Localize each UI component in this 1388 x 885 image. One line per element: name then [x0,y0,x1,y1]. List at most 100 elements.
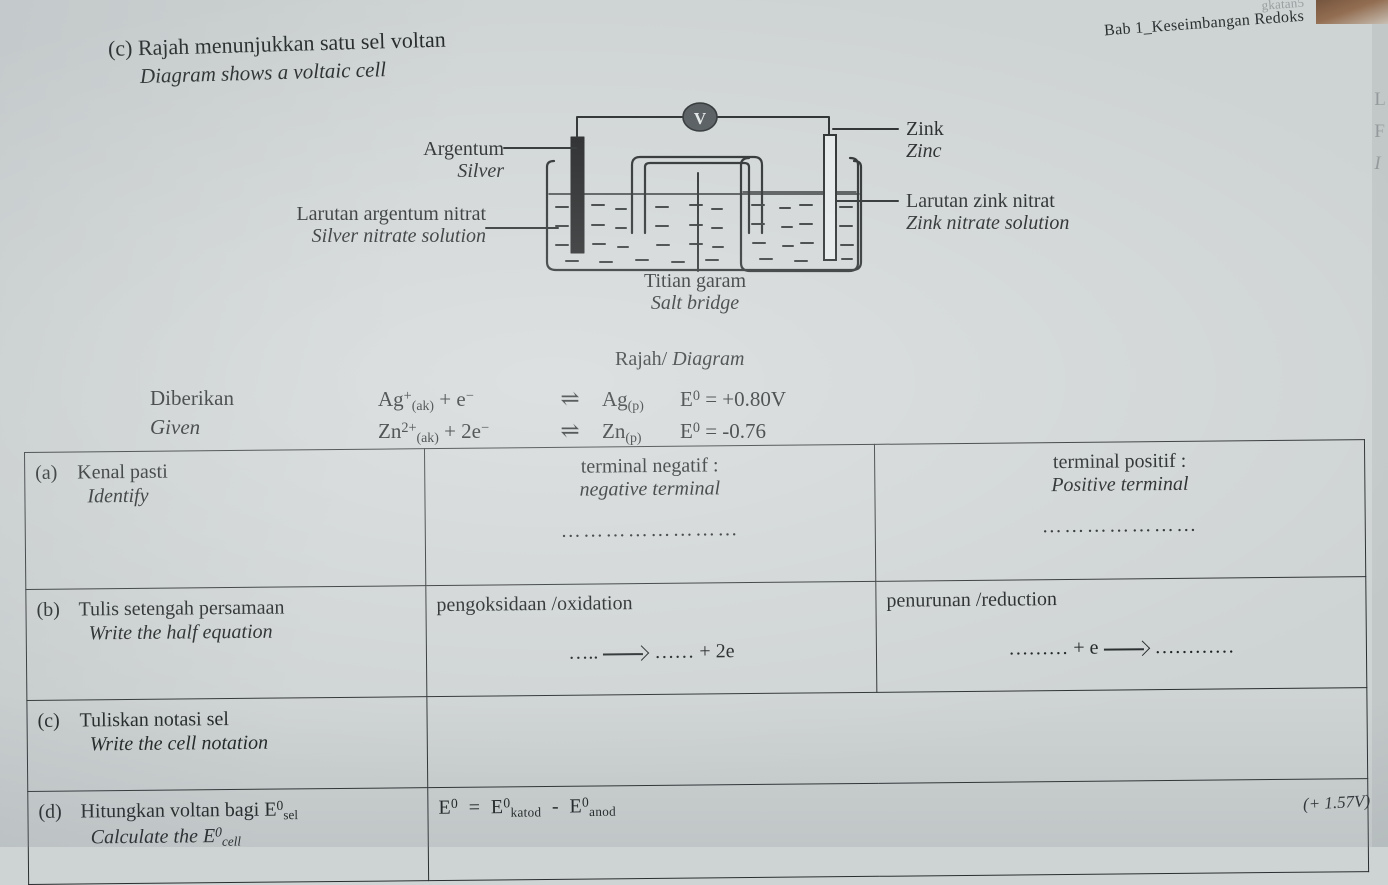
zinc-beaker-wall [741,165,858,271]
equation-row-zinc: Zn2+(ak) + 2e− ⇌ Zn(p) E0 = -0.76 [378,418,786,446]
page-corner-shadow [1316,0,1388,24]
eq2-rest-sup: − [481,420,489,436]
equation-row-silver: Ag+(ak) + e− ⇌ Ag(p) E0 = +0.80V [378,386,786,414]
row-a-negative-terminal-cell[interactable]: terminal negatif : negative terminal ………… [424,444,875,585]
zinc-electrode [824,135,836,260]
label-zinc-solution-malay: Larutan zink nitrat [906,190,1069,212]
row-b-prompt-malay: Tulis setengah persamaan [78,594,415,621]
equation-silver-potential: E0 = +0.80V [680,387,786,412]
eq2-charge: 2+ [401,420,416,436]
eq1-product-state: (p) [628,398,644,413]
label-silver-solution-english: Silver nitrate solution [160,225,486,247]
row-a-prompt-cell: (a) Kenal pasti Identify [25,449,426,590]
label-salt-bridge-english: Salt bridge [605,292,785,314]
voltmeter: V [683,103,717,131]
eq1-e-value: = +0.80V [705,387,786,411]
eq1-state: (ak) [412,398,434,413]
answer-table-wrapper: (a) Kenal pasti Identify terminal negati… [24,439,1378,824]
table-row: (a) Kenal pasti Identify terminal negati… [25,440,1366,590]
row-a-col3-english: Positive terminal [885,471,1354,499]
eq1-arrow: ⇌ [538,386,602,412]
row-b-prompt-cell: (b) Tulis setengah persamaan Write the h… [26,586,427,701]
row-b-col3-mid: + e [1073,637,1098,659]
row-a-col2-answer-blank[interactable]: …………………… [436,517,865,544]
row-b-reduction-cell[interactable]: penurunan /reduction ……… + e ………… [876,577,1367,693]
voltmeter-symbol: V [694,109,707,128]
formula-e-sup: 0 [451,796,458,811]
row-d-prompt-english-text: Calculate the E [91,825,216,848]
label-silver-english: Silver [280,160,504,182]
row-b-col2-equation-blank[interactable]: ….. …… + 2e [437,639,866,666]
table-row: (b) Tulis setengah persamaan Write the h… [26,577,1367,701]
equation-silver-lhs: Ag+(ak) + e− [378,387,538,414]
label-zinc-solution: Larutan zink nitrat Zink nitrate solutio… [906,190,1069,235]
diagram-caption: Rajah/ Diagram [615,348,744,371]
equation-zinc-lhs: Zn2+(ak) + 2e− [378,419,538,446]
wire-right [716,117,829,135]
eq1-product: Ag [602,387,628,411]
equation-zinc-rhs: Zn(p) [602,419,680,446]
formula-katod-sup: 0 [503,795,510,810]
row-d-prompt-english: Calculate the E0cell [91,822,418,851]
eq1-charge: + [404,388,412,404]
row-a-col2-english: negative terminal [435,476,864,503]
eq2-arrow: ⇌ [538,418,602,444]
row-b-col2-blank-left[interactable]: ….. [568,641,598,663]
question-intro: (c) Rajah menunjukkan satu sel voltan Di… [108,36,668,89]
eq2-species: Zn [378,419,401,443]
given-label-malay: Diberikan [150,386,234,411]
row-b-col2-heading: pengoksidaan /oxidation [436,590,865,617]
given-block: Diberikan Given [150,386,234,440]
answer-table: (a) Kenal pasti Identify terminal negati… [24,439,1369,885]
row-a-tag: (a) [35,461,69,509]
row-d-tag: (d) [38,800,72,851]
eq2-product-state: (p) [625,430,641,445]
row-b-col3-heading: penurunan /reduction [886,585,1355,613]
answer-key-note: (+ 1.57V) [1302,791,1370,814]
row-b-col2-blank-right[interactable]: …… [654,641,694,663]
table-row: (d) Hitungkan voltan bagi E0sel Calculat… [28,779,1369,885]
row-d-formula-cell[interactable]: E0 = E0katod - E0anod [428,779,1369,881]
eq2-e-symbol: E [680,419,693,443]
label-zinc-english: Zinc [906,140,944,162]
given-equations: Ag+(ak) + e− ⇌ Ag(p) E0 = +0.80V Zn2+(ak… [378,386,786,450]
eq2-product: Zn [602,419,625,443]
silver-electrode [571,137,584,253]
row-d-prompt-malay: Hitungkan voltan bagi E0sel [80,796,417,825]
row-b-col3-blank-left[interactable]: ……… [1008,637,1068,660]
eq1-e-sup: 0 [693,388,700,404]
table-row: (c) Tuliskan notasi sel Write the cell n… [27,688,1368,792]
eq2-e-value: = -0.76 [705,419,766,443]
row-a-col3-answer-blank[interactable]: ………………… [886,512,1355,540]
row-b-oxidation-cell[interactable]: pengoksidaan /oxidation ….. …… + 2e [426,581,877,696]
eq1-species: Ag [378,387,404,411]
row-b-prompt-english: Write the half equation [89,618,416,645]
row-c-answer-blank[interactable] [437,696,1356,705]
wire-left [577,117,684,137]
row-a-prompt-english: Identify [87,481,414,508]
row-c-answer-cell[interactable] [427,688,1368,788]
row-b-col3-blank-right[interactable]: ………… [1154,635,1234,658]
eq1-e-symbol: E [680,387,693,411]
label-salt-bridge-malay: Titian garam [605,270,785,292]
label-silver-malay: Argentum [280,138,504,160]
row-b-col3-equation-blank[interactable]: ……… + e ………… [887,634,1356,662]
page-right-edge [1372,0,1388,847]
diagram-caption-malay: Rajah/ [615,348,667,370]
eq1-rest: + e [439,387,465,411]
row-c-prompt-cell: (c) Tuliskan notasi sel Write the cell n… [27,697,428,792]
row-c-prompt-malay: Tuliskan notasi sel [79,705,416,732]
formula-anod-sub: anod [589,804,616,819]
label-salt-bridge: Titian garam Salt bridge [605,270,785,315]
row-d-prompt-malay-sub: sel [283,807,298,822]
right-solution-dashes [752,205,853,261]
equation-silver-rhs: Ag(p) [602,387,680,414]
given-label-english: Given [150,415,234,440]
eq1-rest-sup: − [466,388,474,404]
eq2-e-sup: 0 [693,420,700,436]
eq2-state: (ak) [417,430,439,445]
label-silver: Argentum Silver [280,138,504,183]
row-d-prompt-english-sub: cell [222,833,241,848]
row-a-positive-terminal-cell[interactable]: terminal positif : Positive terminal ………… [874,440,1365,582]
left-beaker-lip-left [547,161,554,167]
